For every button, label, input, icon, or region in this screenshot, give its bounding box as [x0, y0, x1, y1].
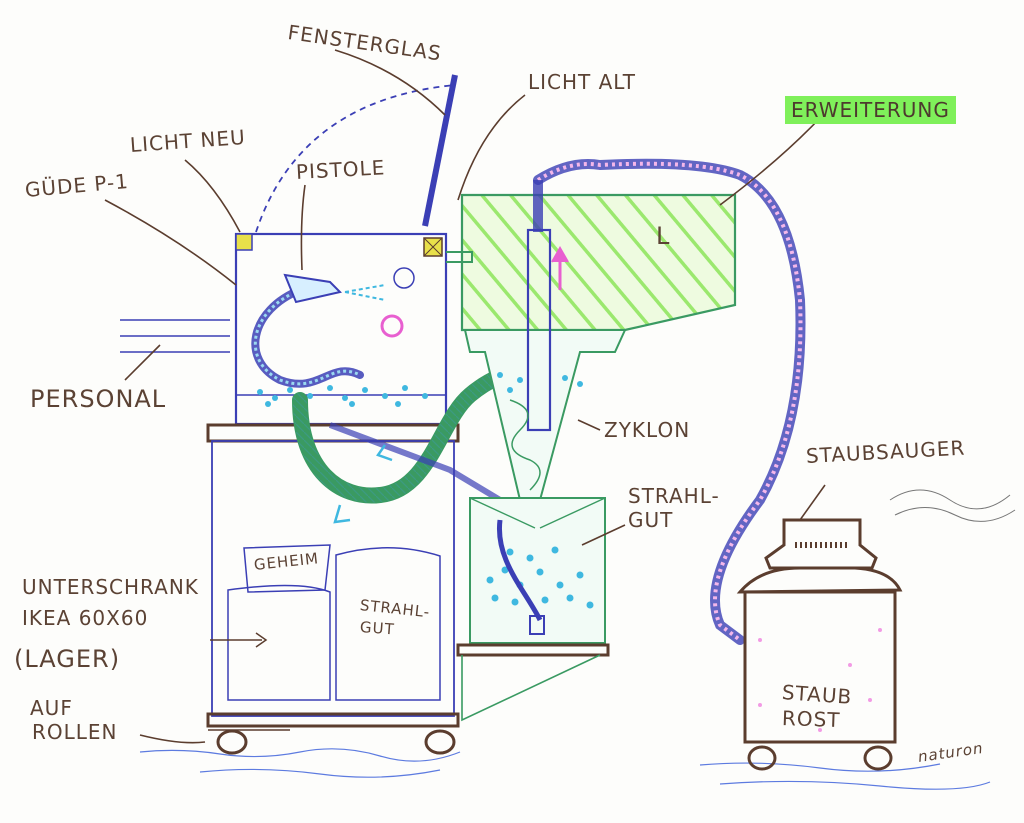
glove-arm-icon	[120, 319, 230, 353]
label-erweiterung-mark: L	[656, 222, 671, 250]
cyclone	[463, 158, 806, 645]
caster-wheel-icon	[747, 745, 777, 771]
arrow-up-icon	[551, 245, 569, 263]
media-bin	[456, 497, 610, 722]
blast-cabinet	[120, 74, 458, 426]
vacuum-cleaner	[736, 489, 1016, 771]
spray-gun-icon	[283, 273, 342, 304]
label-strahlgut-1: STRAHL-	[628, 484, 720, 508]
label-zyklon: ZYKLON	[604, 418, 691, 442]
caster-wheel-icon	[863, 745, 893, 771]
label-personal: PERSONAL	[30, 385, 167, 413]
label-erweiterung: ERWEITERUNG	[785, 96, 956, 124]
suction-hose	[292, 362, 528, 524]
label-pistole: PISTOLE	[295, 155, 386, 184]
leader-lines	[104, 49, 826, 744]
label-auf: AUF	[30, 696, 73, 720]
label-strahlgut-2: GUT	[628, 508, 674, 532]
label-staub: STAUB	[781, 680, 854, 709]
caster-wheel-icon	[424, 729, 456, 755]
window-glass	[422, 74, 458, 227]
caster-wheel-icon	[216, 729, 248, 755]
label-licht-alt: LICHT ALT	[528, 70, 636, 94]
media-dots-cabinet	[257, 385, 428, 407]
extension-box	[446, 193, 737, 332]
label-lager-strahl-2: GUT	[359, 618, 396, 639]
floor-scribbles	[139, 748, 991, 790]
label-ikea: IKEA 60X60	[22, 606, 149, 630]
label-rollen: ROLLEN	[32, 720, 118, 744]
label-unterschrank: UNTERSCHRANK	[22, 575, 199, 599]
workpiece-icon	[380, 314, 404, 338]
light-grid-icon	[393, 267, 415, 289]
label-lager: (LAGER)	[14, 645, 121, 673]
lamp-new-icon	[235, 233, 253, 251]
label-rost: ROST	[781, 706, 841, 733]
